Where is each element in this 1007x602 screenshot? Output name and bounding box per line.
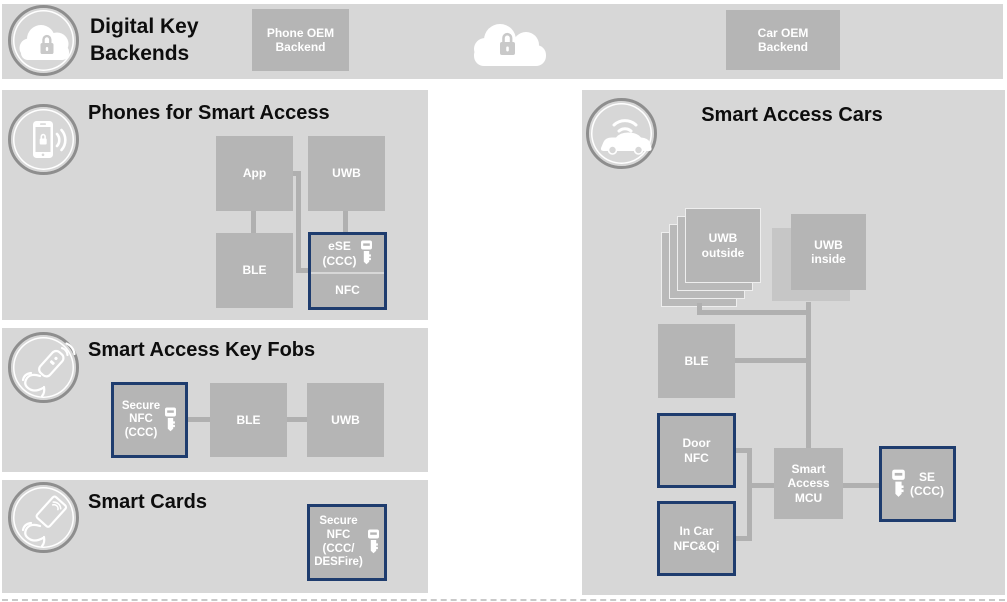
connector-uwb-ese [343,211,348,232]
ese-label: eSE (CCC) [322,239,357,268]
secure-nfc-label: Secure NFC (CCC) [121,399,161,439]
car-wireless-icon [586,98,657,169]
phone-oem-backend-box: Phone OEM Backend [252,9,349,71]
connector-app-nfc-vertical [296,171,301,273]
connector-app-nfc-stub2 [296,268,310,273]
smart-access-mcu-box: Smart Access MCU [774,448,843,519]
connector-uwbstack-horizontal [697,310,811,315]
key-icon [367,528,380,557]
app-box: App [216,136,293,211]
connector-mcu-se [843,483,879,488]
secure-nfc-ccc-box: Secure NFC (CCC) [111,382,188,458]
banner-title: Digital Key Backends [90,15,199,65]
hand-key-fob-icon [8,332,79,403]
key-icon [360,240,373,267]
connector-app-ble [251,211,256,233]
cars-panel: Smart Access Cars UWB outside UWB inside… [582,90,1005,595]
connector-ble-vertical-line [735,358,806,363]
connector-uwbstack-stub [697,303,702,315]
uwb-outside-box: UWB outside [685,208,761,283]
connector-incar-stub [736,536,749,541]
connector-bracket-vertical [747,448,752,541]
incar-nfc-qi-box: In Car NFC&Qi [657,501,736,576]
smart-cards-title: Smart Cards [88,491,207,513]
connector-nfc-ble [188,417,210,422]
fob-uwb-box: UWB [307,383,384,457]
ese-nfc-box: eSE (CCC) NFC [308,232,387,310]
hand-smart-card-icon [8,482,79,553]
backends-banner: Digital Key Backends Phone OEM Backend C… [2,4,1003,79]
connector-doornfc-stub [736,448,749,453]
smart-cards-panel: Smart Cards Secure NFC (CCC/ DESFire) [2,480,428,593]
fob-ble-box: BLE [210,383,287,457]
uwb-box: UWB [308,136,385,211]
key-icon [164,406,177,435]
cloud-lock-icon [8,5,79,76]
car-ble-box: BLE [658,324,735,398]
connector-ble-uwb [284,417,307,422]
car-oem-backend-box: Car OEM Backend [726,10,840,70]
card-secure-nfc-label: Secure NFC (CCC/ DESFire) [314,515,363,569]
se-label: SE (CCC) [910,469,944,498]
se-ccc-box: SE (CCC) [879,446,956,522]
bottom-divider [2,599,1005,601]
key-fobs-panel: Smart Access Key Fobs Secure NFC (CCC) B… [2,328,428,472]
card-secure-nfc-box: Secure NFC (CCC/ DESFire) [307,504,387,581]
phones-panel: Phones for Smart Access App UWB BLE eSE … [2,90,428,320]
phones-title: Phones for Smart Access [88,102,330,124]
cloud-lock-icon [468,16,552,77]
nfc-label: NFC [335,283,360,298]
key-icon [891,469,906,500]
door-nfc-box: Door NFC [657,413,736,488]
phone-lock-signal-icon [8,104,79,175]
connector-main-vertical [806,302,811,448]
key-fobs-title: Smart Access Key Fobs [88,339,316,361]
uwb-inside-box: UWB inside [791,214,866,290]
ble-box: BLE [216,233,293,308]
cars-title: Smart Access Cars [701,104,883,126]
connector-bracket-mcu [750,483,774,488]
